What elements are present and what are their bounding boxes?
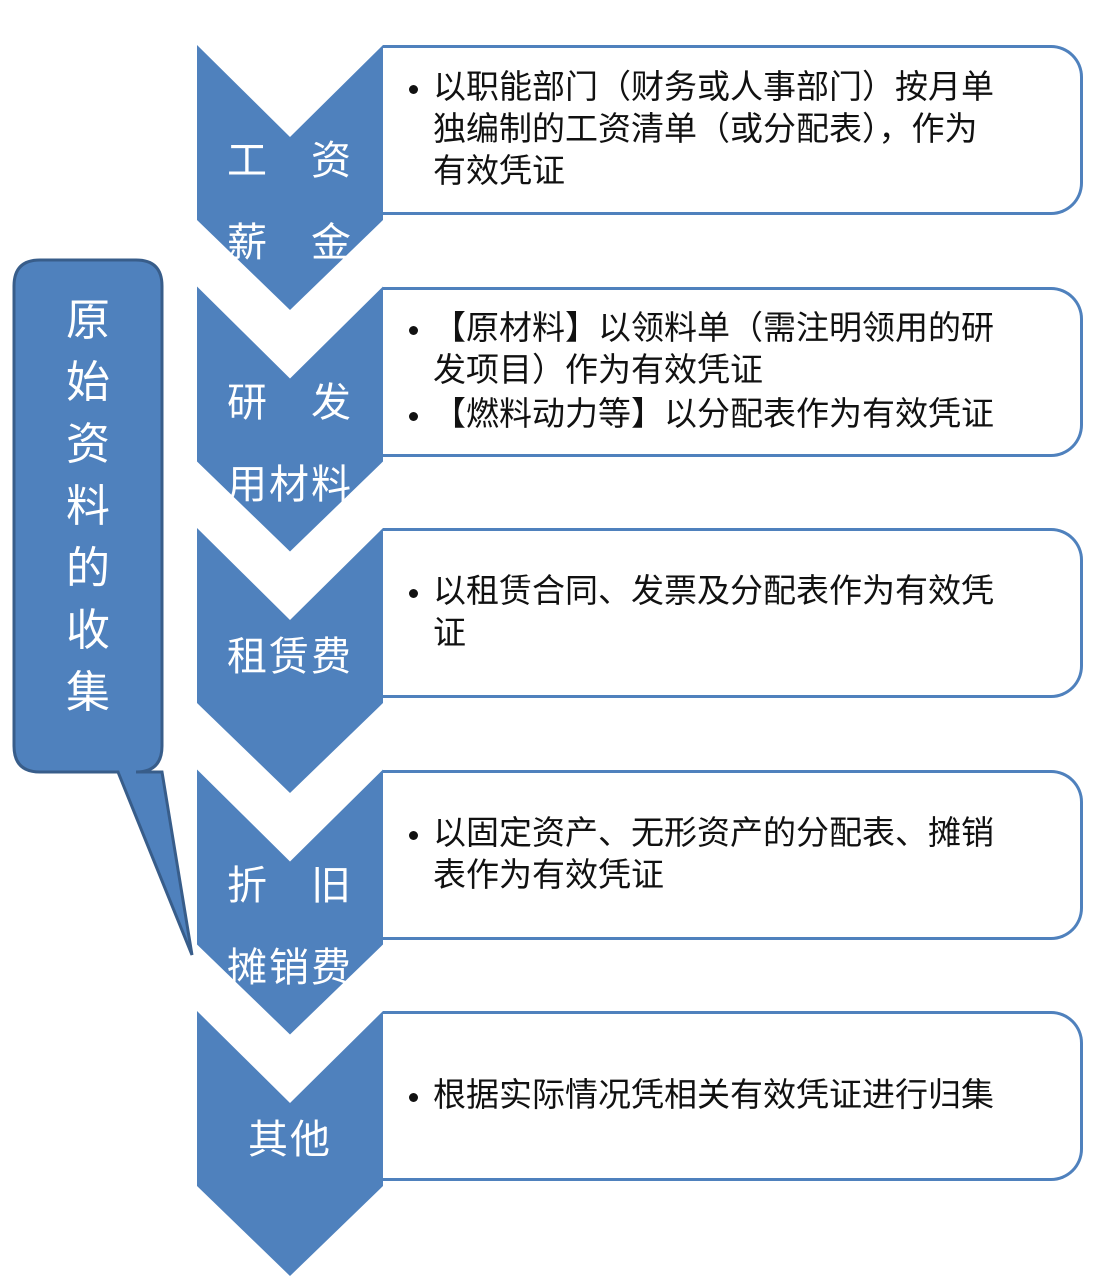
bullet-list: 以职能部门（财务或人事部门）按月单独编制的工资清单（或分配表），作为有效凭证 <box>405 65 1060 195</box>
step-label: 租赁费 <box>205 633 375 681</box>
bullet-list: 根据实际情况凭相关有效凭证进行归集 <box>405 1073 1060 1119</box>
step-label: 研 发用材料 <box>205 362 375 526</box>
chevron-step-4 <box>197 769 383 1035</box>
bullet-icon <box>409 85 418 94</box>
step-label-line: 工 资 <box>227 138 353 183</box>
step-label-line: 研 发 <box>227 379 353 425</box>
bullet-icon <box>409 589 418 598</box>
step-label-line: 用材料 <box>227 461 353 507</box>
bullet-list: 以租赁合同、发票及分配表作为有效凭证 <box>405 569 1060 657</box>
callout-char: 原 <box>66 296 110 345</box>
bullet-text-line: 发项目）作为有效凭证 <box>433 352 763 389</box>
chevron-step-3 <box>197 528 383 793</box>
bullet-icon <box>409 830 418 840</box>
bullet-text-line: 【原材料】以领料单（需注明领用的研 <box>433 310 994 347</box>
step-description-box: 根据实际情况凭相关有效凭证进行归集 <box>383 1011 1083 1181</box>
callout-char: 的 <box>66 544 110 593</box>
step-description-box: 以租赁合同、发票及分配表作为有效凭证 <box>383 528 1083 698</box>
step-description-box: 以固定资产、无形资产的分配表、摊销表作为有效凭证 <box>383 769 1083 940</box>
callout-shape <box>12 258 194 956</box>
callout-label: 原始资料的收集 <box>14 290 162 724</box>
bullet-text-line: 以固定资产、无形资产的分配表、摊销 <box>433 815 994 852</box>
step-label-line: 租赁费 <box>227 634 353 679</box>
bullet-icon <box>409 1093 418 1102</box>
bullet-item: 【燃料动力等】以分配表作为有效凭证 <box>405 394 1060 436</box>
step-label-line: 折 旧 <box>227 862 353 908</box>
step-label: 其他 <box>205 1116 375 1164</box>
bullet-item: 以职能部门（财务或人事部门）按月单独编制的工资清单（或分配表），作为有效凭证 <box>405 67 1060 193</box>
bullet-item: 根据实际情况凭相关有效凭证进行归集 <box>405 1075 1060 1117</box>
callout-char: 集 <box>66 668 110 717</box>
bullet-icon <box>409 325 418 335</box>
step-description-box: 以职能部门（财务或人事部门）按月单独编制的工资清单（或分配表），作为有效凭证 <box>383 45 1083 215</box>
bullet-list: 【原材料】以领料单（需注明领用的研发项目）作为有效凭证【燃料动力等】以分配表作为… <box>405 306 1060 438</box>
chevron-step-2 <box>197 286 383 552</box>
bullet-text-line: 有效凭证 <box>433 154 565 190</box>
bullet-text-line: 表作为有效凭证 <box>433 857 664 894</box>
step-label-line: 薪 金 <box>227 220 353 265</box>
bullet-list: 以固定资产、无形资产的分配表、摊销表作为有效凭证 <box>405 811 1060 899</box>
bullet-text-line: 根据实际情况凭相关有效凭证进行归集 <box>433 1078 994 1114</box>
bullet-text-line: 以租赁合同、发票及分配表作为有效凭 <box>433 574 994 610</box>
step-label: 折 旧摊销费 <box>205 845 375 1009</box>
bullet-item: 以固定资产、无形资产的分配表、摊销表作为有效凭证 <box>405 813 1060 897</box>
bullet-icon <box>409 411 418 421</box>
bullet-text-line: 证 <box>433 616 466 652</box>
step-description-box: 【原材料】以领料单（需注明领用的研发项目）作为有效凭证【燃料动力等】以分配表作为… <box>383 286 1083 457</box>
bullet-text-line: 独编制的工资清单（或分配表），作为 <box>433 112 978 148</box>
bullet-item: 以租赁合同、发票及分配表作为有效凭证 <box>405 571 1060 655</box>
step-label-line: 其他 <box>248 1117 332 1162</box>
bullet-text-line: 以职能部门（财务或人事部门）按月单 <box>433 70 994 106</box>
callout-char: 收 <box>66 606 110 655</box>
bullet-item: 【原材料】以领料单（需注明领用的研发项目）作为有效凭证 <box>405 308 1060 392</box>
chevron-step-5 <box>197 1011 383 1276</box>
step-label: 工 资薪 金 <box>205 120 375 284</box>
callout-char: 资 <box>66 420 110 469</box>
step-label-line: 摊销费 <box>227 944 353 990</box>
chevron-step-1 <box>197 45 383 310</box>
callout-char: 料 <box>66 482 110 531</box>
callout-char: 始 <box>66 358 110 407</box>
bullet-text-line: 【燃料动力等】以分配表作为有效凭证 <box>433 396 994 433</box>
